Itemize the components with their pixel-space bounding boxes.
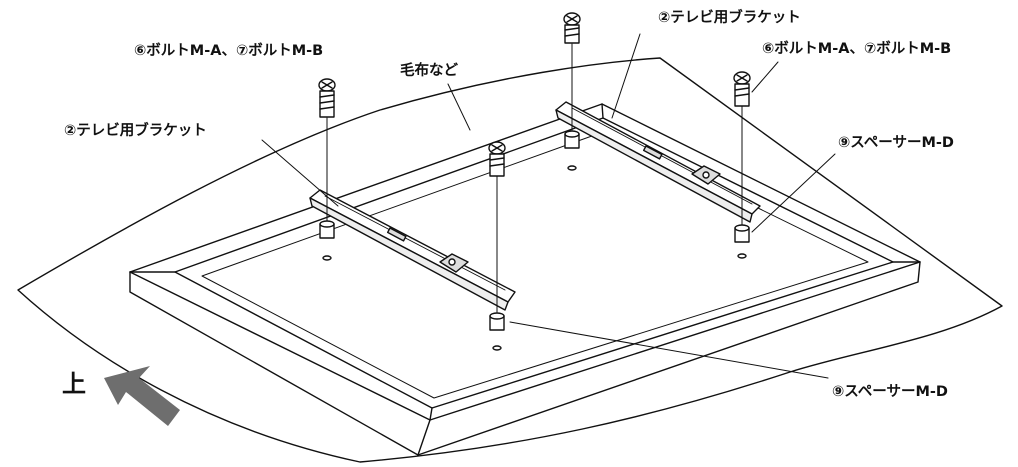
label-spacer-bottom: ⑨スペーサーM-D bbox=[832, 384, 948, 400]
bolt-guide-lines bbox=[326, 43, 743, 313]
bolt-center bbox=[488, 141, 506, 177]
bracket-left bbox=[309, 189, 516, 311]
bracket-right bbox=[555, 101, 761, 223]
spacer-center bbox=[489, 312, 505, 351]
bolt-top bbox=[563, 12, 581, 44]
spacer-right bbox=[734, 224, 750, 259]
label-blanket: 毛布など bbox=[400, 63, 458, 79]
leader-lines bbox=[261, 33, 836, 379]
label-bolt-left: ⑥ボルトM-A、⑦ボルトM-B bbox=[134, 43, 324, 59]
bolt-left bbox=[318, 78, 336, 118]
label-bracket-top: ②テレビ用ブラケット bbox=[658, 10, 801, 26]
label-up-direction: 上 bbox=[62, 370, 86, 398]
blanket-sheet bbox=[17, 57, 1003, 463]
bolt-right bbox=[733, 71, 751, 107]
label-spacer-right: ⑨スペーサーM-D bbox=[838, 135, 954, 151]
label-bracket-left: ②テレビ用ブラケット bbox=[64, 123, 207, 139]
spacer-top bbox=[564, 130, 580, 171]
label-bolt-right: ⑥ボルトM-A、⑦ボルトM-B bbox=[762, 41, 952, 57]
tv-panel bbox=[129, 103, 921, 456]
arrow-up-left-icon bbox=[104, 366, 180, 426]
spacer-left bbox=[319, 220, 335, 261]
